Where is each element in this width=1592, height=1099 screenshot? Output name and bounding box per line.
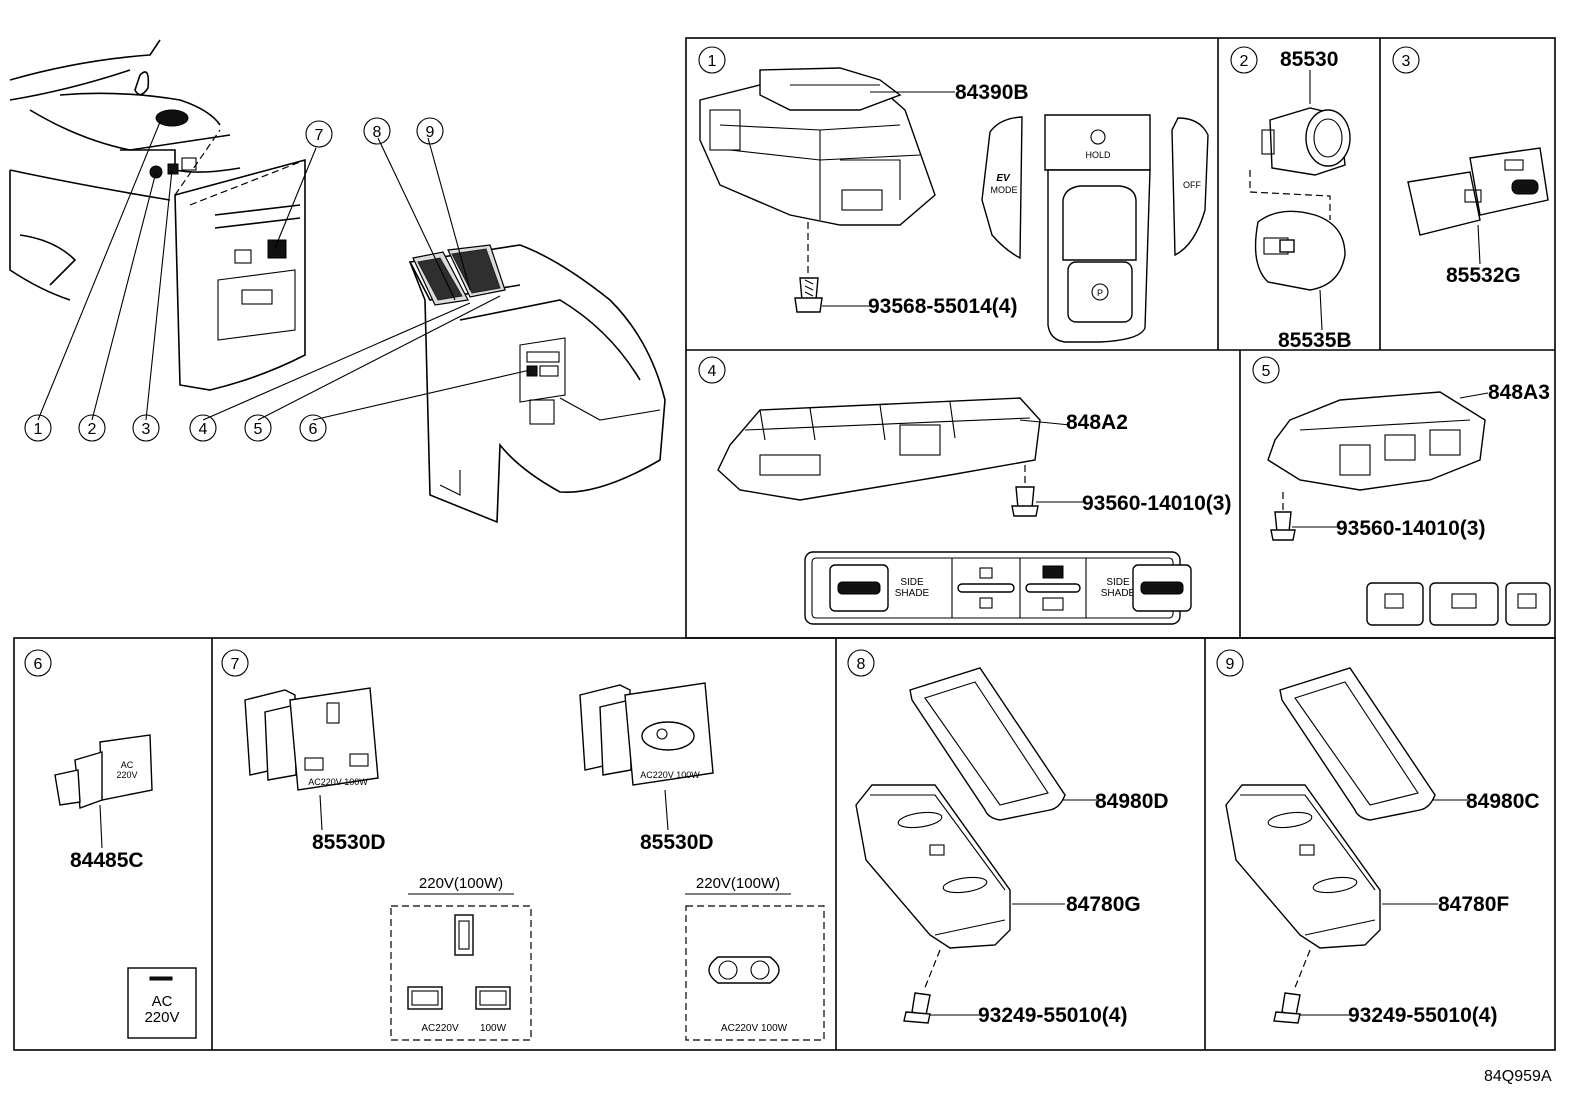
svg-text:93560-14010(3): 93560-14010(3) <box>1336 517 1485 540</box>
panel-5: 5 848A3 93560-14010(3) <box>1252 356 1551 626</box>
svg-text:220V: 220V <box>144 1009 179 1026</box>
panel-3: 3 85532G <box>1392 46 1549 287</box>
part-84980D-cover <box>909 667 1066 821</box>
svg-text:P: P <box>1097 288 1103 298</box>
panel-4: 4 848A2 93560-14010(3) SIDE SHADE <box>698 356 1231 625</box>
svg-text:2: 2 <box>88 421 97 438</box>
svg-text:MODE: MODE <box>991 185 1018 195</box>
svg-text:100W: 100W <box>480 1023 507 1034</box>
callout-1: 1 <box>24 414 52 442</box>
part-85530D-eu-outlet: AC220V 100W <box>579 682 714 786</box>
part-85530-socket <box>1261 107 1351 176</box>
svg-text:6: 6 <box>34 656 43 673</box>
callout-3: 3 <box>132 414 160 442</box>
svg-text:8: 8 <box>857 656 866 673</box>
svg-text:8: 8 <box>373 124 382 141</box>
svg-text:AC: AC <box>121 760 134 770</box>
svg-text:84980D: 84980D <box>1095 790 1169 813</box>
callout-8: 8 <box>363 117 391 145</box>
svg-text:85530: 85530 <box>1280 48 1338 71</box>
panel-8: 8 84980D 84780G 93249-55010(4) <box>847 649 1169 1027</box>
window-switch-buttons <box>1366 582 1551 626</box>
side-shade-switch-panel: SIDE SHADE SIDE SHADE <box>804 551 1192 625</box>
part-84485C-switch: AC 220V <box>54 734 153 809</box>
part-84780G-charger <box>855 784 1011 949</box>
panel-9: 9 84980C 84780F 93249-55010(4) <box>1216 649 1540 1027</box>
svg-text:848A3: 848A3 <box>1488 381 1550 404</box>
overview-callouts: 1 2 3 4 5 6 7 8 9 <box>24 117 444 442</box>
svg-text:1: 1 <box>708 53 717 70</box>
panel-2: 2 85530 85535B <box>1230 46 1352 352</box>
callout-6: 6 <box>299 414 327 442</box>
panel-7: 7 AC220V 100W 85530D AC220V 100W 85530D … <box>221 649 825 1041</box>
svg-text:85535B: 85535B <box>1278 329 1352 352</box>
svg-text:AC220V 100W: AC220V 100W <box>308 777 368 787</box>
svg-text:4: 4 <box>708 363 717 380</box>
svg-text:84485C: 84485C <box>70 849 144 872</box>
svg-text:84780F: 84780F <box>1438 893 1509 916</box>
svg-text:220V(100W): 220V(100W) <box>419 875 503 892</box>
svg-text:9: 9 <box>1226 656 1235 673</box>
callout-4: 4 <box>189 414 217 442</box>
svg-text:SHADE: SHADE <box>895 588 930 599</box>
svg-text:SIDE: SIDE <box>1106 577 1130 588</box>
svg-text:SHADE: SHADE <box>1101 588 1136 599</box>
svg-text:93560-14010(3): 93560-14010(3) <box>1082 492 1231 515</box>
svg-text:4: 4 <box>199 421 208 438</box>
svg-text:85530D: 85530D <box>640 831 714 854</box>
panel-1: 1 84390B 93568-55014(4) EV MODE <box>698 46 1209 343</box>
part-848A2-switch <box>717 397 1085 517</box>
svg-text:AC220V 100W: AC220V 100W <box>640 770 700 780</box>
svg-text:7: 7 <box>231 656 240 673</box>
part-84390B-switch <box>699 67 955 313</box>
panel-6: 6 AC 220V 84485C AC 220V <box>24 649 197 1039</box>
svg-text:2: 2 <box>1240 53 1249 70</box>
svg-text:3: 3 <box>142 421 151 438</box>
svg-text:AC220V: AC220V <box>421 1023 459 1034</box>
part-84980C-cover <box>1279 667 1436 821</box>
svg-text:HOLD: HOLD <box>1085 150 1111 160</box>
svg-text:220V: 220V <box>116 770 137 780</box>
callout-9: 9 <box>416 117 444 145</box>
svg-text:848A2: 848A2 <box>1066 411 1128 434</box>
svg-text:84780G: 84780G <box>1066 893 1141 916</box>
callout-2: 2 <box>78 414 106 442</box>
svg-text:84980C: 84980C <box>1466 790 1540 813</box>
svg-text:6: 6 <box>309 421 318 438</box>
part-848A3-switch <box>1267 391 1489 541</box>
svg-text:93568-55014(4): 93568-55014(4) <box>868 295 1017 318</box>
svg-text:SIDE: SIDE <box>900 577 924 588</box>
svg-text:3: 3 <box>1402 53 1411 70</box>
svg-text:93249-55010(4): 93249-55010(4) <box>1348 1004 1497 1027</box>
panel-grid <box>13 37 1556 1051</box>
svg-text:84390B: 84390B <box>955 81 1029 104</box>
callout-5: 5 <box>244 414 272 442</box>
svg-text:85530D: 85530D <box>312 831 386 854</box>
svg-text:85532G: 85532G <box>1446 264 1521 287</box>
button-panel: EV MODE HOLD OFF P <box>981 114 1209 343</box>
svg-text:220V(100W): 220V(100W) <box>696 875 780 892</box>
svg-text:EV: EV <box>996 173 1011 184</box>
svg-text:93249-55010(4): 93249-55010(4) <box>978 1004 1127 1027</box>
part-84780F-charger <box>1225 784 1381 949</box>
part-85532G-usb <box>1407 147 1549 236</box>
svg-text:5: 5 <box>1262 363 1271 380</box>
part-85535B-cap <box>1254 210 1346 291</box>
callout-7: 7 <box>305 120 333 148</box>
ac-button-face: AC 220V <box>127 967 197 1039</box>
diagram-reference-code: 84Q959A <box>1484 1068 1552 1085</box>
svg-text:1: 1 <box>34 421 43 438</box>
svg-text:AC: AC <box>152 993 173 1010</box>
svg-text:AC220V 100W: AC220V 100W <box>721 1023 788 1034</box>
svg-text:5: 5 <box>254 421 263 438</box>
svg-text:OFF: OFF <box>1183 180 1201 190</box>
part-85530D-uk-outlet: AC220V 100W <box>244 687 379 791</box>
svg-text:9: 9 <box>426 124 435 141</box>
svg-text:7: 7 <box>315 127 324 144</box>
console-overview <box>9 39 666 524</box>
